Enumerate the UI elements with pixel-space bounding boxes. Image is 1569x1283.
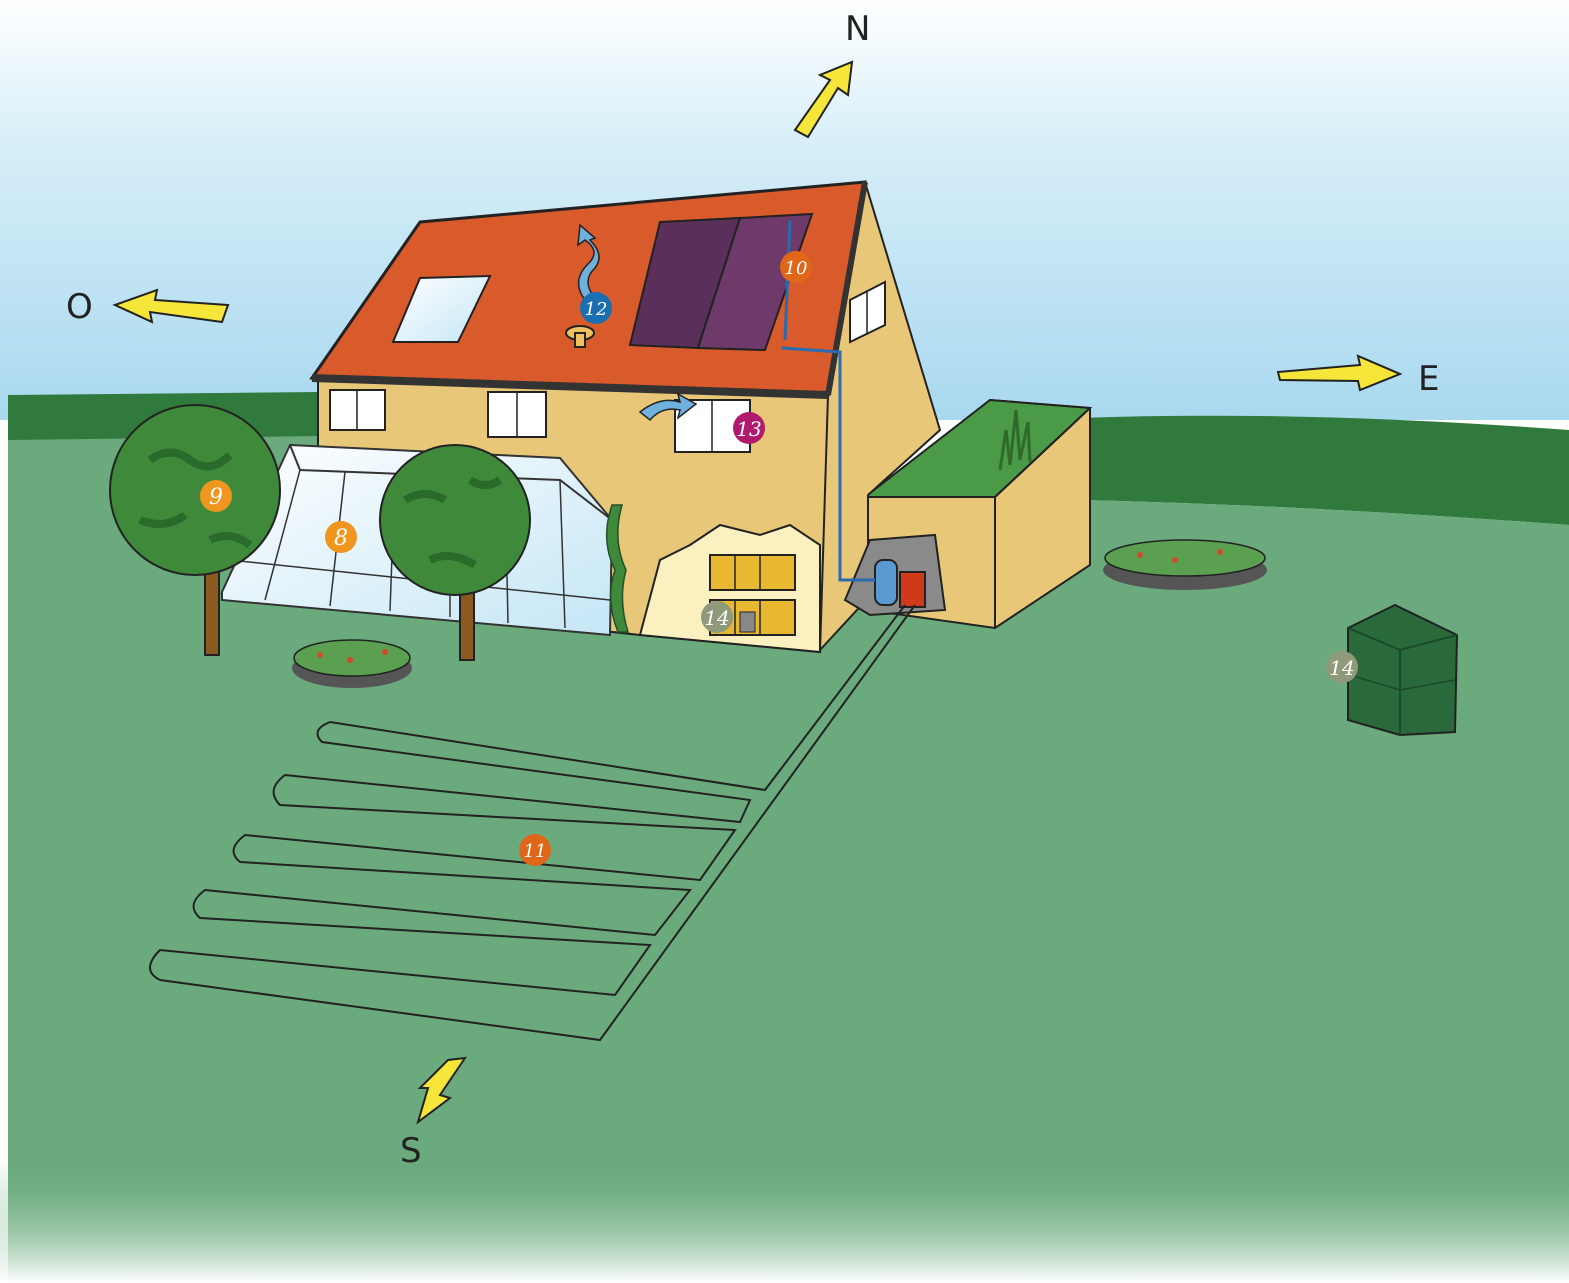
lawn-fade [0, 1160, 1569, 1283]
storage-tank [875, 560, 897, 605]
svg-text:14: 14 [1329, 656, 1354, 680]
svg-text:11: 11 [524, 841, 547, 862]
badge-14-interior[interactable]: 14 [701, 601, 733, 633]
north-label: N [845, 9, 870, 49]
badge-9[interactable]: 9 [200, 480, 232, 512]
badge-13[interactable]: 13 [733, 412, 765, 444]
badge-10[interactable]: 10 [780, 251, 812, 283]
svg-text:13: 13 [736, 417, 761, 441]
flower-bed-left [292, 640, 412, 688]
svg-text:9: 9 [209, 485, 223, 510]
badge-8[interactable]: 8 [325, 521, 357, 553]
east-label: E [1418, 359, 1439, 399]
badge-14-tank[interactable]: 14 [1326, 651, 1358, 683]
heat-pump [900, 572, 925, 607]
svg-text:12: 12 [585, 299, 608, 320]
svg-text:14: 14 [704, 606, 729, 630]
badge-12[interactable]: 12 [580, 292, 612, 324]
flower-bed-right [1103, 540, 1267, 590]
badge-11[interactable]: 11 [519, 834, 551, 866]
west-label: O [66, 287, 93, 327]
svg-text:8: 8 [334, 526, 348, 551]
svg-text:10: 10 [785, 258, 808, 279]
south-label: S [400, 1131, 422, 1171]
